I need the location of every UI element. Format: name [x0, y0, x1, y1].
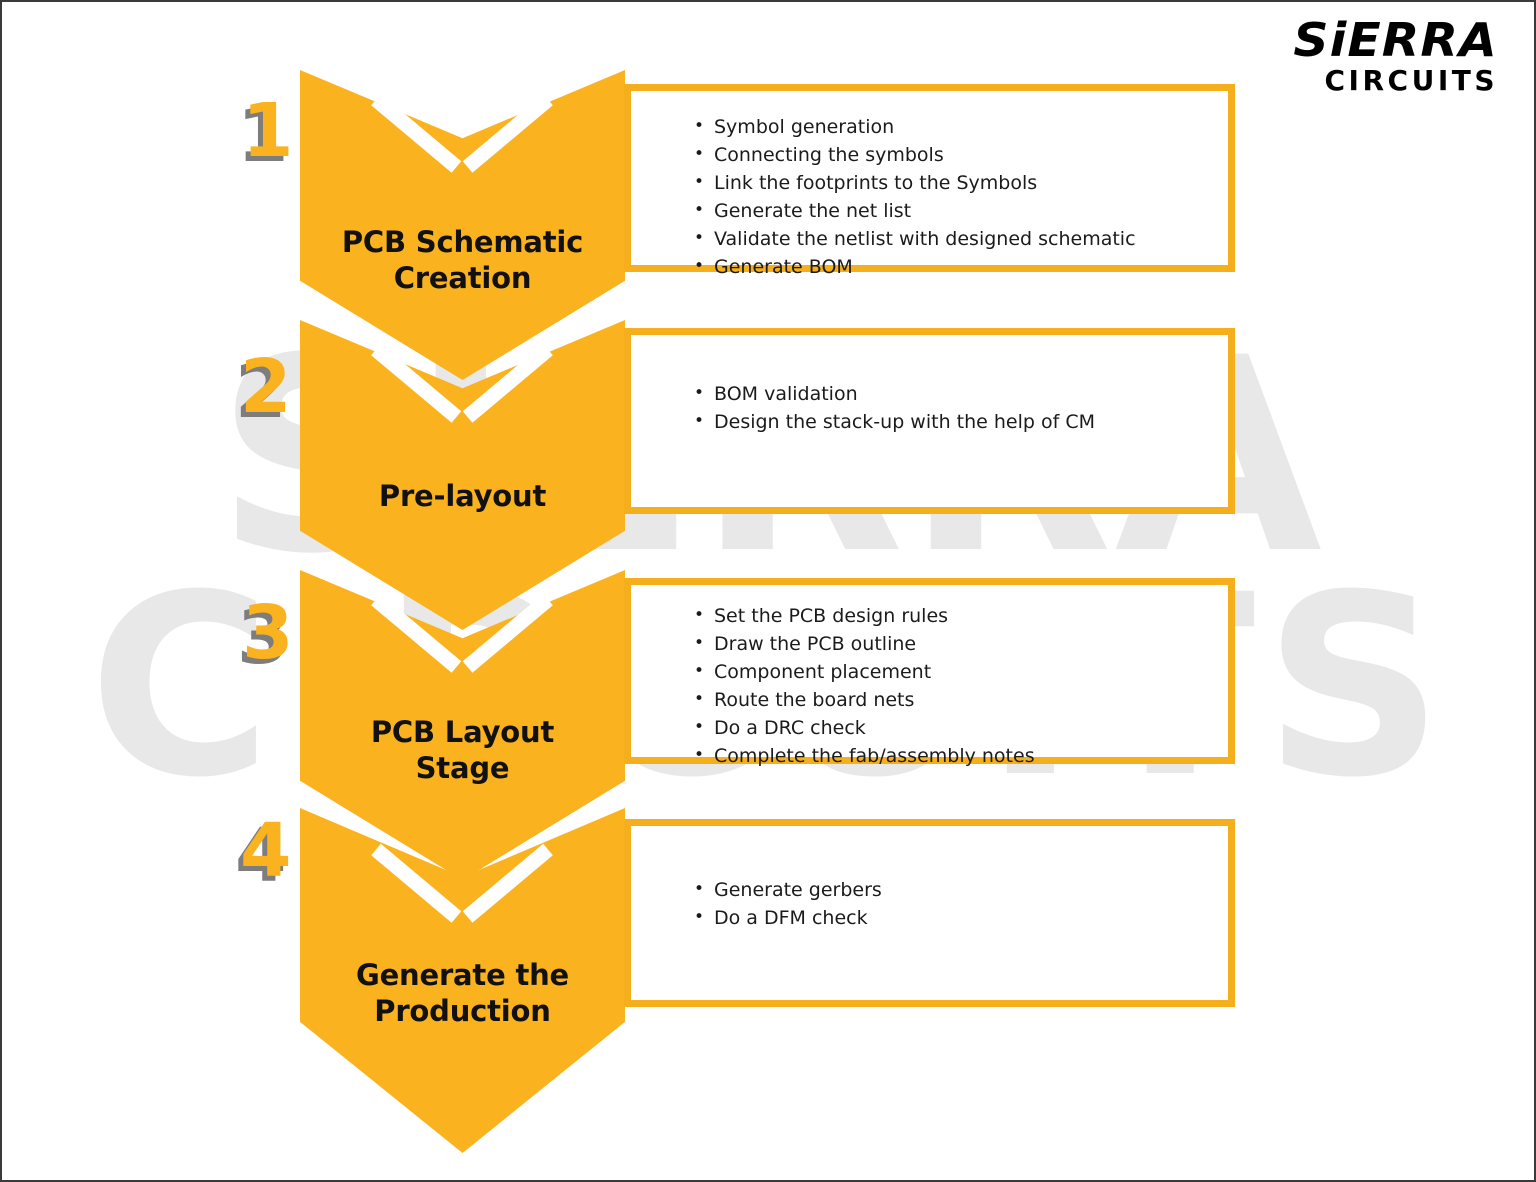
chevron-down-icon-3 — [371, 576, 553, 673]
stage-title-1: PCB Schematic Creation — [300, 224, 625, 296]
stage-bullet-list-2: BOM validation Design the stack-up with … — [686, 379, 1095, 436]
stage-bullet-container-4: Generate gerbers Do a DFM check — [686, 875, 882, 932]
sierra-circuits-logo: SiERRA CIRCUITS — [1294, 16, 1498, 98]
stage-title-line-2: Stage — [415, 751, 510, 785]
stage-title-line-1: Pre-layout — [378, 479, 547, 513]
chevron-stroke-right — [462, 343, 553, 423]
stage-detail-box-3: Set the PCB design rules Draw the PCB ou… — [624, 578, 1235, 769]
stage-title-2: Pre-layout — [300, 478, 625, 514]
stage-number-3: 3 — [242, 590, 294, 676]
list-item: Do a DRC check — [686, 713, 1035, 742]
list-item: Symbol generation — [686, 112, 1136, 141]
list-item: Complete the fab/assembly notes — [686, 741, 1035, 770]
list-item: Generate gerbers — [686, 875, 882, 904]
stage-bullet-list-4: Generate gerbers Do a DFM check — [686, 875, 882, 932]
stage-bullet-container-3: Set the PCB design rules Draw the PCB ou… — [686, 601, 1035, 770]
stage-bullet-list-1: Symbol generation Connecting the symbols… — [686, 112, 1136, 281]
list-item: Link the footprints to the Symbols — [686, 168, 1136, 197]
list-item: Set the PCB design rules — [686, 601, 1035, 630]
stage-title-line-1: PCB Layout — [370, 715, 555, 749]
chevron-stroke-left — [371, 343, 462, 423]
logo-wordmark-secondary: CIRCUITS — [1324, 64, 1498, 97]
list-item: Draw the PCB outline — [686, 629, 1035, 658]
stage-number-4: 4 — [240, 808, 292, 894]
stage-bullet-container-2: BOM validation Design the stack-up with … — [686, 379, 1095, 436]
logo-wordmark-primary: SiERRA — [1293, 13, 1498, 67]
list-item: Validate the netlist with designed schem… — [686, 224, 1136, 253]
stage-bullet-list-3: Set the PCB design rules Draw the PCB ou… — [686, 601, 1035, 770]
stage-number-2: 2 — [240, 344, 292, 430]
stage-detail-box-4: Generate gerbers Do a DFM check — [624, 819, 1235, 1007]
chevron-stroke-left — [371, 843, 462, 923]
chevron-down-icon-2 — [371, 326, 553, 423]
stage-title-3: PCB Layout Stage — [300, 714, 625, 786]
stage-title-4: Generate the Production — [300, 957, 625, 1029]
chevron-stroke-left — [371, 593, 462, 673]
stage-title-line-1: PCB Schematic — [341, 225, 584, 259]
chevron-down-icon-1 — [371, 76, 553, 173]
chevron-stroke-right — [462, 593, 553, 673]
stage-bullet-container-1: Symbol generation Connecting the symbols… — [686, 112, 1136, 281]
list-item: Design the stack-up with the help of CM — [686, 407, 1095, 436]
list-item: Route the board nets — [686, 685, 1035, 714]
stage-number-1: 1 — [242, 88, 294, 174]
chevron-stroke-left — [371, 93, 462, 173]
list-item: Generate BOM — [686, 252, 1136, 281]
stage-title-line-2: Production — [374, 994, 551, 1028]
stage-title-line-2: Creation — [393, 261, 532, 295]
stage-detail-box-2: BOM validation Design the stack-up with … — [624, 328, 1235, 514]
list-item: Component placement — [686, 657, 1035, 686]
chevron-down-icon-4 — [371, 826, 553, 923]
list-item: Generate the net list — [686, 196, 1136, 225]
chevron-stroke-right — [462, 93, 553, 173]
list-item: Do a DFM check — [686, 903, 882, 932]
list-item: Connecting the symbols — [686, 140, 1136, 169]
list-item: BOM validation — [686, 379, 1095, 408]
chevron-stroke-right — [462, 843, 553, 923]
stage-title-line-1: Generate the — [355, 958, 570, 992]
stage-detail-box-1: Symbol generation Connecting the symbols… — [624, 84, 1235, 280]
